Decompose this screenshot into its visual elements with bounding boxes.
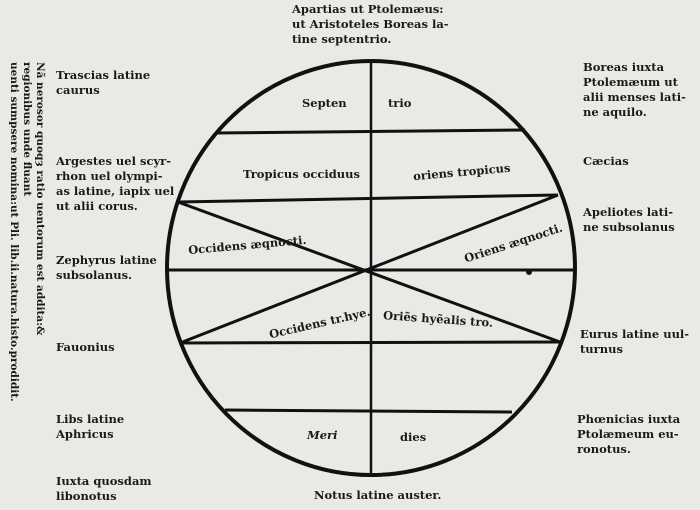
wind-bottom-right: Phœnicias iuxta Ptolæmeum eu- ronotus. xyxy=(577,412,681,456)
wind-bottom-left-2: Iuxta quosdam libonotus xyxy=(56,474,152,503)
region-dies: dies xyxy=(400,430,427,444)
chord-2 xyxy=(177,193,559,204)
region-meri: Meri xyxy=(307,428,338,442)
ink-dot xyxy=(526,269,532,275)
wind-right-mid: Apeliotes lati- ne subsolanus xyxy=(583,205,675,234)
chord-4 xyxy=(179,340,561,345)
wind-bottom: Notus latine auster. xyxy=(314,488,442,502)
wind-left-mid: Zephyrus latine subsolanus. xyxy=(56,253,157,282)
wind-top-left: Trascias latine caurus xyxy=(56,68,151,97)
region-trio: trio xyxy=(388,96,412,110)
wind-left-upper: Argestes uel scyr- rhon uel olympi- as l… xyxy=(56,154,175,213)
diagonal-2 xyxy=(179,193,559,345)
wind-top-right: Boreas iuxta Ptolemæum ut alii menses la… xyxy=(583,60,686,119)
wind-right-upper: Cæcias xyxy=(583,154,629,168)
wind-left-lower: Fauonius xyxy=(56,340,115,354)
region-septen: Septen xyxy=(302,96,347,110)
diagonal-1 xyxy=(177,200,561,344)
wind-bottom-left-1: Libs latine Aphricus xyxy=(56,412,125,441)
wind-top: Apartias ut Ptolemæus: ut Aristoteles Bo… xyxy=(292,2,449,46)
region-tropicus-occiduus: Tropicus occiduus xyxy=(243,167,360,181)
wind-right-lower: Eurus latine uul- turnus xyxy=(580,327,690,356)
chord-1 xyxy=(215,128,526,135)
chord-5 xyxy=(224,408,513,414)
